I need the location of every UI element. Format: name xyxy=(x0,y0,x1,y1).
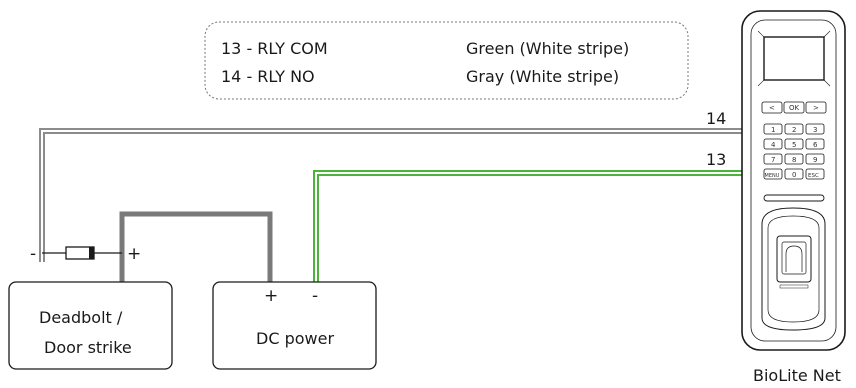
deadbolt-label-line1: Deadbolt / xyxy=(39,308,123,327)
key-9[interactable] xyxy=(805,153,825,165)
key-esc[interactable] xyxy=(805,168,825,180)
svg-text:3: 3 xyxy=(813,126,817,134)
legend-terminal-14: 14 - RLY NO xyxy=(221,67,315,86)
svg-text:4: 4 xyxy=(771,141,776,149)
wire-power-positive xyxy=(119,211,273,282)
key-2[interactable] xyxy=(784,123,804,135)
biolite-device: < OK > 1 2 3 4 5 6 7 8 9 MENU 0 ESC xyxy=(741,10,846,351)
deadbolt-plus-sign: + xyxy=(127,244,141,264)
key-6[interactable] xyxy=(805,138,825,150)
key-5[interactable] xyxy=(784,138,804,150)
key-3[interactable] xyxy=(805,123,825,135)
deadbolt-label-line2: Door strike xyxy=(44,338,132,357)
diode-icon xyxy=(42,246,122,260)
dc-power-plus-sign: + xyxy=(264,286,278,306)
device-name: BioLite Net xyxy=(753,366,841,385)
legend-wire-13: Green (White stripe) xyxy=(466,39,629,58)
device-screen xyxy=(763,36,825,81)
key-menu[interactable] xyxy=(763,168,783,180)
key-left[interactable] xyxy=(761,101,783,114)
wire-13-green xyxy=(313,170,742,282)
svg-text:2: 2 xyxy=(792,126,796,134)
svg-text:1: 1 xyxy=(771,126,775,134)
dc-power-label: DC power xyxy=(256,329,334,348)
key-right[interactable] xyxy=(805,101,827,114)
wire-label-13: 13 xyxy=(706,150,726,169)
legend-box xyxy=(204,21,689,100)
key-1[interactable] xyxy=(763,123,783,135)
svg-text:8: 8 xyxy=(792,156,796,164)
svg-text:<: < xyxy=(769,104,775,112)
svg-text:5: 5 xyxy=(792,141,796,149)
legend-wire-14: Gray (White stripe) xyxy=(466,67,619,86)
deadbolt-box xyxy=(8,281,173,370)
key-0[interactable] xyxy=(784,168,804,180)
dc-power-box xyxy=(212,281,377,370)
svg-text:6: 6 xyxy=(813,141,818,149)
wire-label-14: 14 xyxy=(706,109,726,128)
key-4[interactable] xyxy=(763,138,783,150)
dc-power-minus-sign: - xyxy=(312,286,318,306)
svg-text:OK: OK xyxy=(789,104,800,112)
key-7[interactable] xyxy=(763,153,783,165)
svg-text:MENU: MENU xyxy=(765,173,780,179)
fingerprint-sensor-icon xyxy=(761,207,826,331)
svg-text:ESC: ESC xyxy=(808,173,819,179)
wire-14-gray xyxy=(39,128,742,262)
svg-text:>: > xyxy=(813,104,819,112)
svg-text:9: 9 xyxy=(813,156,817,164)
deadbolt-minus-sign: - xyxy=(30,244,36,264)
key-8[interactable] xyxy=(784,153,804,165)
key-ok[interactable] xyxy=(783,101,805,114)
svg-text:7: 7 xyxy=(771,156,775,164)
legend-terminal-13: 13 - RLY COM xyxy=(221,39,328,58)
svg-text:0: 0 xyxy=(792,171,796,179)
